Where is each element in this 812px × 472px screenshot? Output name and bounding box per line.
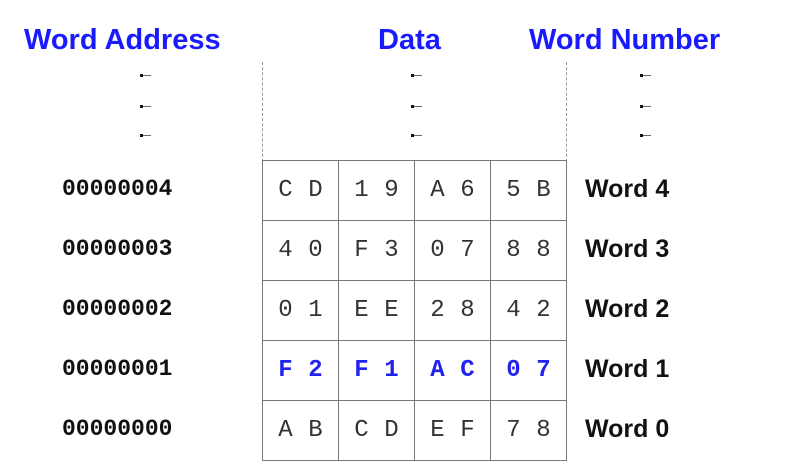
nibble: E [430,417,445,444]
nibble: F [354,237,369,264]
nibble: B [536,177,551,204]
nibble: E [384,297,399,324]
nibble: F [278,357,293,384]
word-number-ellipsis-icon [640,134,654,146]
word-number-label: Word 3 [585,235,670,263]
nibble: 1 [384,357,399,384]
nibble: 7 [506,417,521,444]
word-number-label: Word 4 [585,175,670,203]
word-number-ellipsis-icon [640,74,654,86]
nibble: 3 [384,237,399,264]
nibble: 0 [430,237,445,264]
nibble: 7 [460,237,475,264]
data-header: Data [378,24,441,56]
nibble: E [354,297,369,324]
nibble: 0 [506,357,521,384]
data-ellipsis-icon [411,105,425,117]
word-number-label: Word 1 [585,355,670,383]
address-ellipsis-icon [140,134,154,146]
nibble: D [308,177,323,204]
address-ellipsis-icon [140,74,154,86]
nibble: 6 [460,177,475,204]
word-address-label: 00000003 [62,236,173,262]
nibble: A [278,417,293,444]
nibble: 5 [506,177,521,204]
nibble: 7 [536,357,551,384]
word-address-label: 00000000 [62,416,173,442]
nibble: A [430,177,445,204]
nibble: 4 [506,297,521,324]
word-number-label: Word 0 [585,415,670,443]
word-number-label: Word 2 [585,295,670,323]
nibble: 8 [536,237,551,264]
nibble: 4 [278,237,293,264]
left-dashed-divider [262,62,263,162]
word-address-header: Word Address [24,24,221,56]
nibble: C [278,177,293,204]
nibble: 8 [460,297,475,324]
word-number-header: Word Number [529,24,721,56]
nibble: F [460,417,475,444]
nibble: D [384,417,399,444]
nibble: 0 [308,237,323,264]
nibble: A [430,357,445,384]
word-number-ellipsis-icon [640,105,654,117]
nibble: 1 [308,297,323,324]
word-address-label: 00000002 [62,296,173,322]
nibble: 9 [384,177,399,204]
address-ellipsis-icon [140,105,154,117]
right-dashed-divider [566,62,567,162]
word-address-label: 00000001 [62,356,173,382]
data-ellipsis-icon [411,74,425,86]
nibble: 2 [430,297,445,324]
nibble: 8 [506,237,521,264]
nibble: 8 [536,417,551,444]
nibble: 0 [278,297,293,324]
nibble: 1 [354,177,369,204]
word-address-label: 00000004 [62,176,173,202]
nibble: 2 [308,357,323,384]
nibble: C [354,417,369,444]
nibble: B [308,417,323,444]
nibble: F [354,357,369,384]
data-ellipsis-icon [411,134,425,146]
nibble: 2 [536,297,551,324]
nibble: C [460,357,475,384]
